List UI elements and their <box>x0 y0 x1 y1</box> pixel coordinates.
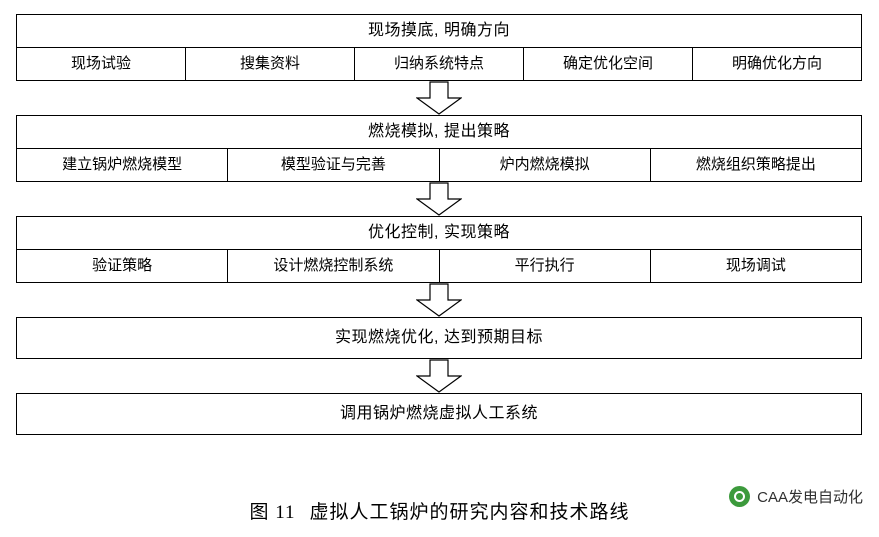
caa-logo-icon <box>729 486 751 507</box>
figure-number: 图 11 <box>249 502 296 523</box>
stage-row-1: 现场试验 搜集资料 归纳系统特点 确定优化空间 明确优化方向 <box>17 47 861 80</box>
stage-box-5: 调用锅炉燃烧虚拟人工系统 <box>16 393 862 435</box>
stage-box-3: 优化控制, 实现策略 验证策略 设计燃烧控制系统 平行执行 现场调试 <box>16 216 862 283</box>
watermark: CAA发电自动化 <box>729 486 863 507</box>
arrow-connector-2 <box>16 182 862 216</box>
stage-cell-1-2: 搜集资料 <box>185 48 354 80</box>
stage-cell-3-1: 验证策略 <box>92 257 153 274</box>
stage-cell-3-2: 设计燃烧控制系统 <box>227 250 438 282</box>
arrow-connector-3 <box>16 283 862 317</box>
arrow-connector-4 <box>16 359 862 393</box>
figure-caption: 图 11 虚拟人工锅炉的研究内容和技术路线 <box>0 497 879 524</box>
stage-cell-1-5: 明确优化方向 <box>692 48 861 80</box>
stage-cell-2-4: 燃烧组织策略提出 <box>649 149 861 181</box>
stage-cell-1-1: 现场试验 <box>70 55 131 72</box>
stage-row-3: 验证策略 设计燃烧控制系统 平行执行 现场调试 <box>17 249 861 282</box>
stage-cell-2-3: 炉内燃烧模拟 <box>438 149 650 181</box>
stage-cell-1-3: 归纳系统特点 <box>354 48 523 80</box>
flow-diagram: 现场摸底, 明确方向 现场试验 搜集资料 归纳系统特点 确定优化空间 明确优化方… <box>16 14 862 435</box>
down-arrow-icon <box>416 81 462 115</box>
stage-cell-3-3: 平行执行 <box>438 250 650 282</box>
watermark-label: CAA发电自动化 <box>757 489 863 506</box>
arrow-connector-1 <box>16 81 862 115</box>
figure-caption-text: 虚拟人工锅炉的研究内容和技术路线 <box>309 502 630 523</box>
stage-title-3: 优化控制, 实现策略 <box>368 224 510 241</box>
stage-title-2: 燃烧模拟, 提出策略 <box>368 123 510 140</box>
down-arrow-icon <box>416 182 462 216</box>
stage-cell-2-1: 建立锅炉燃烧模型 <box>62 156 183 173</box>
stage-title-1: 现场摸底, 明确方向 <box>368 22 510 39</box>
stage-title-4: 实现燃烧优化, 达到预期目标 <box>335 329 543 346</box>
stage-row-2: 建立锅炉燃烧模型 模型验证与完善 炉内燃烧模拟 燃烧组织策略提出 <box>17 148 861 181</box>
stage-title-5: 调用锅炉燃烧虚拟人工系统 <box>339 405 538 422</box>
stage-box-1: 现场摸底, 明确方向 现场试验 搜集资料 归纳系统特点 确定优化空间 明确优化方… <box>16 14 862 81</box>
stage-box-4: 实现燃烧优化, 达到预期目标 <box>16 317 862 359</box>
stage-cell-3-4: 现场调试 <box>649 250 861 282</box>
stage-box-2: 燃烧模拟, 提出策略 建立锅炉燃烧模型 模型验证与完善 炉内燃烧模拟 燃烧组织策… <box>16 115 862 182</box>
down-arrow-icon <box>416 359 462 393</box>
stage-cell-1-4: 确定优化空间 <box>523 48 692 80</box>
down-arrow-icon <box>416 283 462 317</box>
stage-cell-2-2: 模型验证与完善 <box>227 149 438 181</box>
